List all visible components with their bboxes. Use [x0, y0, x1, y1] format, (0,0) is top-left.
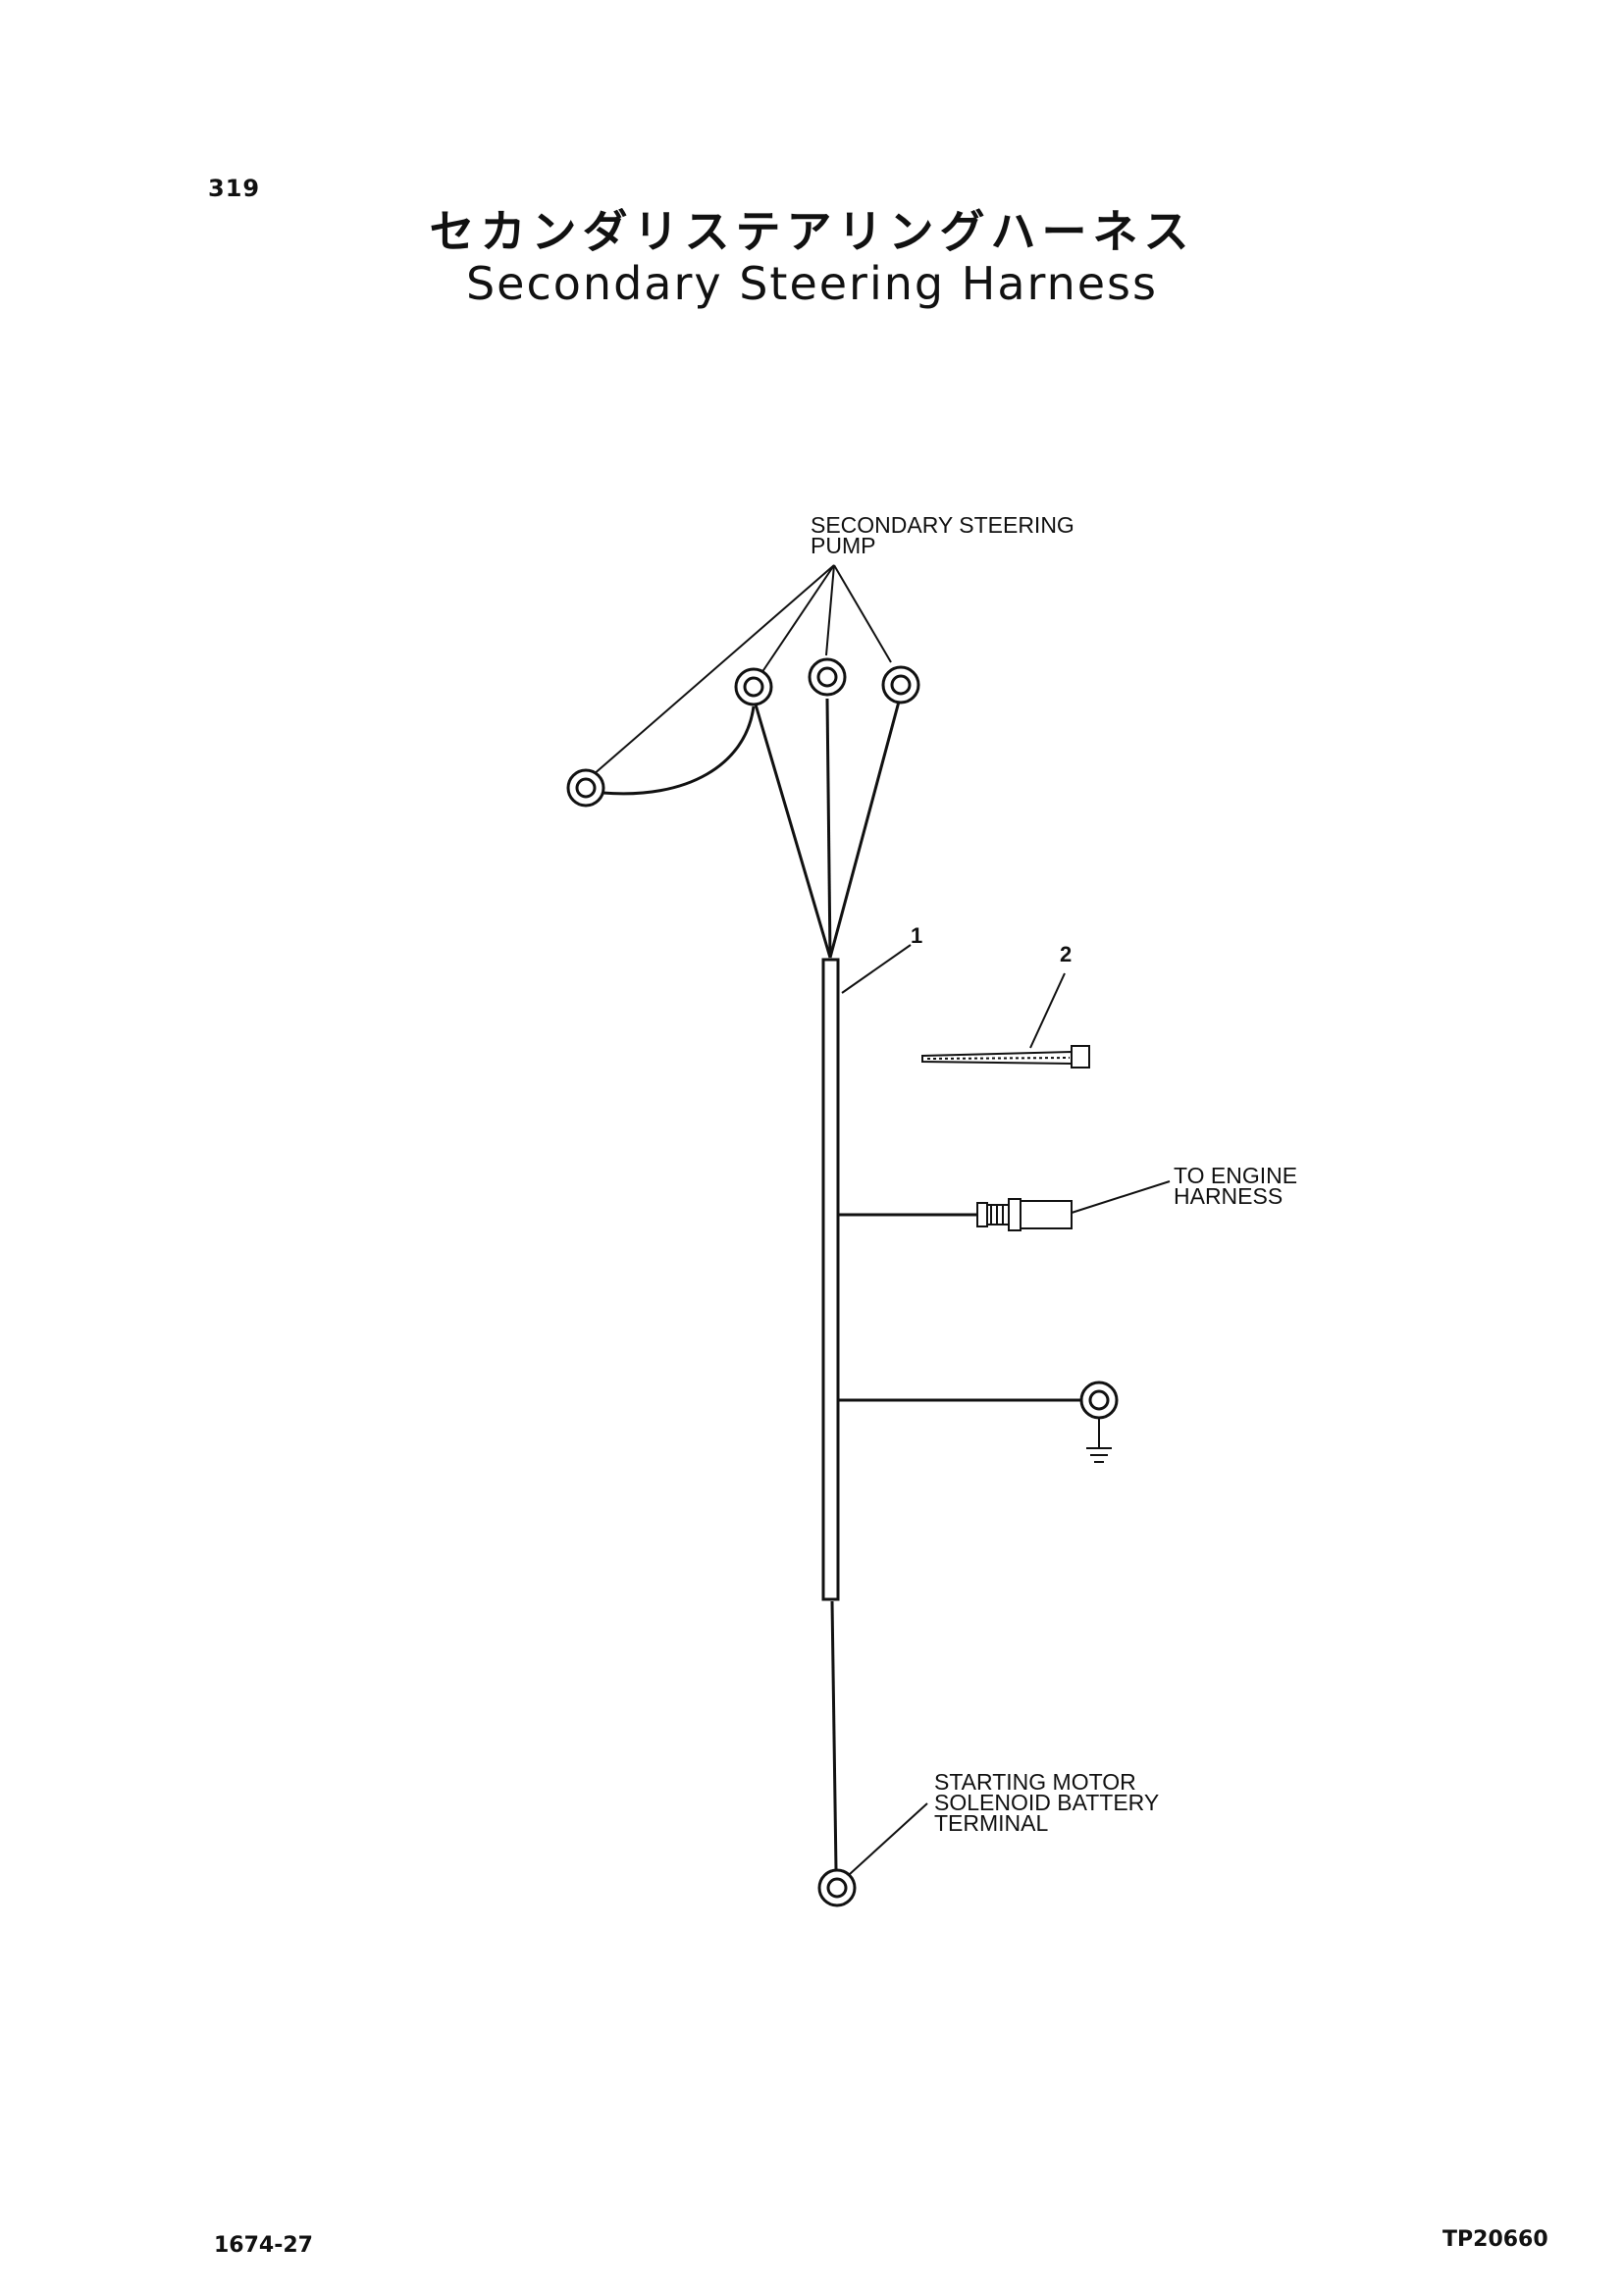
engine-label-leader — [1071, 1180, 1171, 1214]
engine-label-line1: TO ENGINE — [1174, 1163, 1298, 1188]
engine-branch — [838, 1198, 1073, 1231]
starter-label-line1: STARTING MOTOR — [934, 1769, 1136, 1795]
drawing-code: TP20660 — [1442, 2227, 1548, 2252]
document-code: 1674-27 — [214, 2233, 313, 2258]
engine-harness-label: TO ENGINE HARNESS — [1174, 1163, 1298, 1209]
page-number: 319 — [208, 175, 261, 202]
callout-1: 1 — [911, 923, 923, 948]
starter-label-line3: TERMINAL — [934, 1810, 1049, 1836]
ring-terminal-left — [566, 768, 605, 808]
harness-sleeve — [821, 958, 840, 1601]
callout-2-leader — [1029, 972, 1066, 1049]
starter-label: STARTING MOTOR SOLENOID BATTERY TERMINAL — [934, 1769, 1160, 1836]
ring-terminal-3 — [808, 657, 847, 697]
starter-label-leader — [849, 1802, 928, 1875]
ring-terminal-starter — [817, 1868, 857, 1907]
starter-wire — [830, 1600, 838, 1871]
page-title-japanese: セカンダリステアリングハーネス — [429, 205, 1195, 258]
ground-branch — [838, 1381, 1119, 1463]
starter-label-line2: SOLENOID BATTERY — [934, 1790, 1160, 1815]
cable-strap — [921, 1045, 1090, 1069]
pump-wires — [602, 698, 901, 959]
page-title-english: Secondary Steering Harness — [465, 257, 1158, 310]
pump-leader-lines — [592, 564, 892, 776]
pump-label-line1: SECONDARY STEERING — [811, 512, 1074, 538]
ring-terminal-4 — [881, 665, 920, 704]
engine-label-line2: HARNESS — [1174, 1183, 1283, 1209]
callout-2: 2 — [1060, 942, 1073, 966]
pump-label: SECONDARY STEERING PUMP — [811, 512, 1074, 558]
pump-label-line2: PUMP — [811, 533, 876, 558]
ring-terminal-2 — [734, 667, 773, 706]
callout-1-leader — [841, 944, 912, 994]
